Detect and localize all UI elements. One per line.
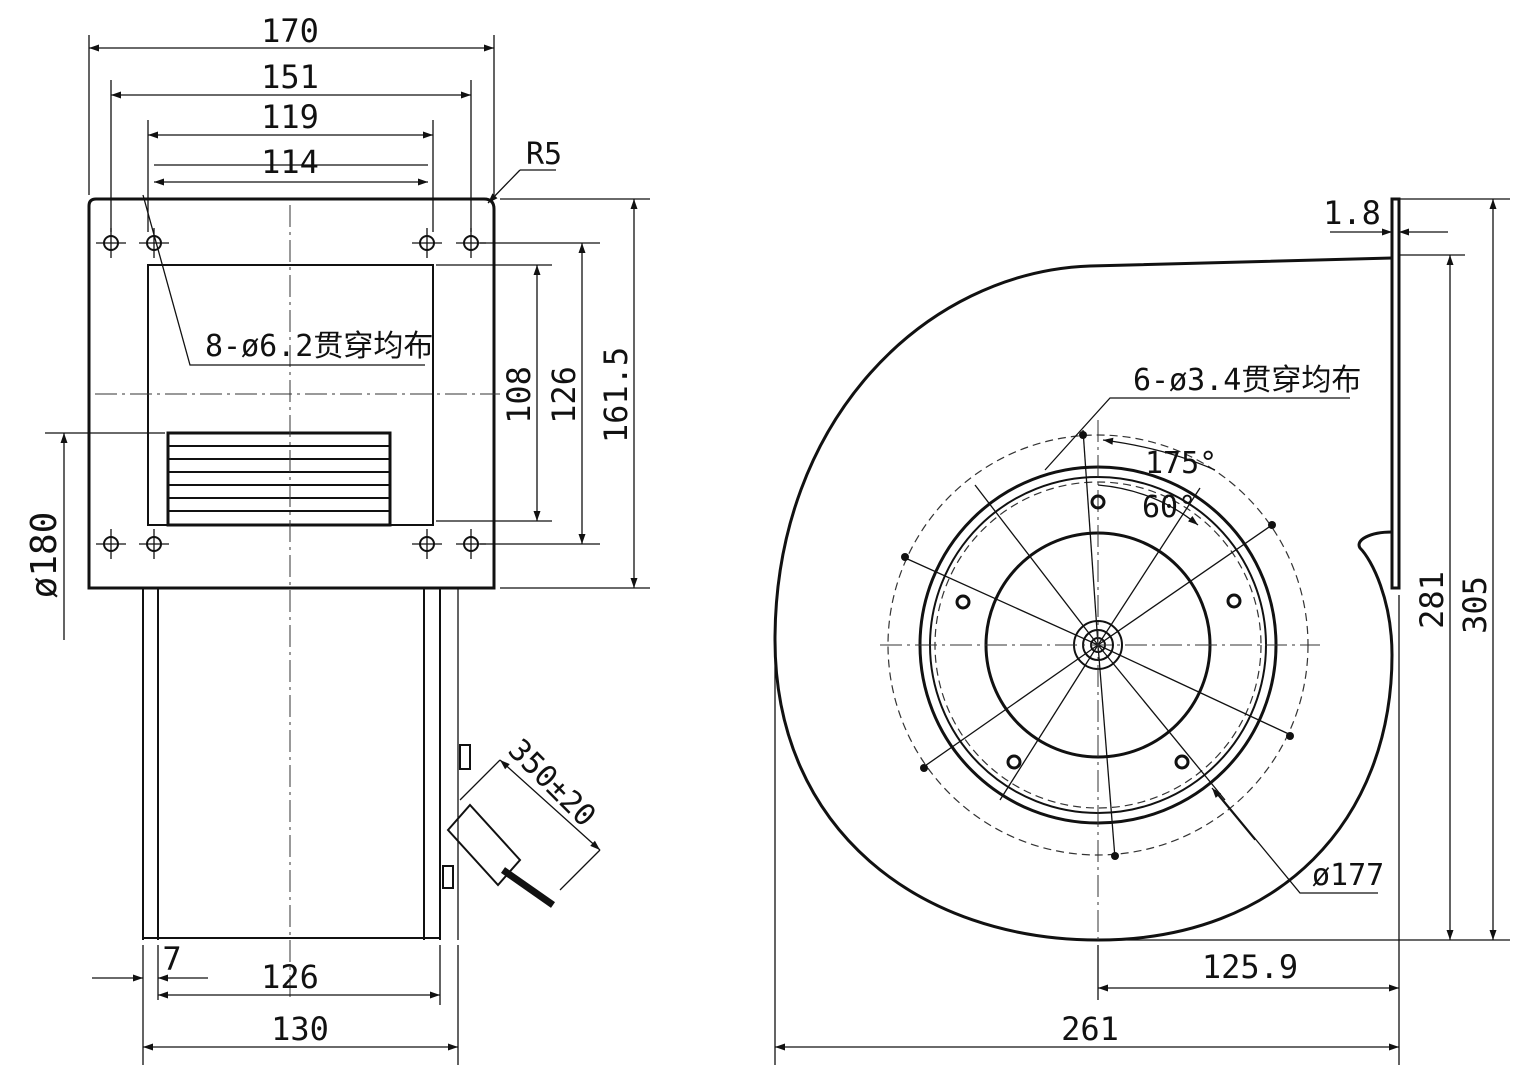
- front-top-dimensions: [88, 35, 495, 232]
- dim-bolt-circle: ø177: [1312, 858, 1384, 893]
- dim-1-8: 1.8: [1323, 194, 1381, 232]
- dim-114: 114: [261, 143, 319, 181]
- scroll-housing: [773, 256, 1394, 942]
- dim-r5: R5: [526, 137, 562, 172]
- outlet-flange: [1390, 197, 1401, 590]
- dim-170: 170: [261, 12, 319, 50]
- dim-305: 305: [1456, 576, 1494, 634]
- impeller-blades: [166, 431, 392, 527]
- angle-175: 175°: [1145, 446, 1217, 481]
- side-view: 6-ø3.4贯穿均布 175° 60° ø177 1.8 281 305 125…: [773, 194, 1510, 1065]
- motor-holes: [955, 494, 1242, 770]
- front-housing-body: [142, 588, 471, 940]
- dim-cable-length: 350±20: [501, 733, 602, 834]
- dim-119: 119: [261, 98, 319, 136]
- front-holes-note: 8-ø6.2贯穿均布: [205, 329, 433, 364]
- dim-161-5: 161.5: [597, 347, 635, 443]
- dim-126-vertical: 126: [545, 366, 583, 424]
- dim-281: 281: [1413, 571, 1451, 629]
- dim-130: 130: [271, 1010, 329, 1048]
- dim-261: 261: [1061, 1010, 1119, 1048]
- power-cable: [446, 803, 556, 908]
- front-bottom-dimensions: [92, 945, 459, 1065]
- dim-151: 151: [261, 58, 319, 96]
- front-mounting-holes: [96, 228, 486, 559]
- side-mounting-holes: [901, 431, 1294, 860]
- dim-125-9: 125.9: [1202, 948, 1298, 986]
- dim-108: 108: [500, 366, 538, 424]
- front-view: 170 151 119 114 R5 8-ø6.2贯穿均布 108 126 16…: [24, 12, 650, 1065]
- dim-wheel-diameter: ø180: [24, 512, 65, 599]
- side-holes-note: 6-ø3.4贯穿均布: [1133, 363, 1361, 398]
- front-right-dimensions: [436, 198, 650, 589]
- dim-126-horizontal: 126: [261, 958, 319, 996]
- angle-60: 60°: [1142, 490, 1196, 525]
- front-outlet-opening: [147, 264, 434, 526]
- dim-7: 7: [162, 940, 181, 978]
